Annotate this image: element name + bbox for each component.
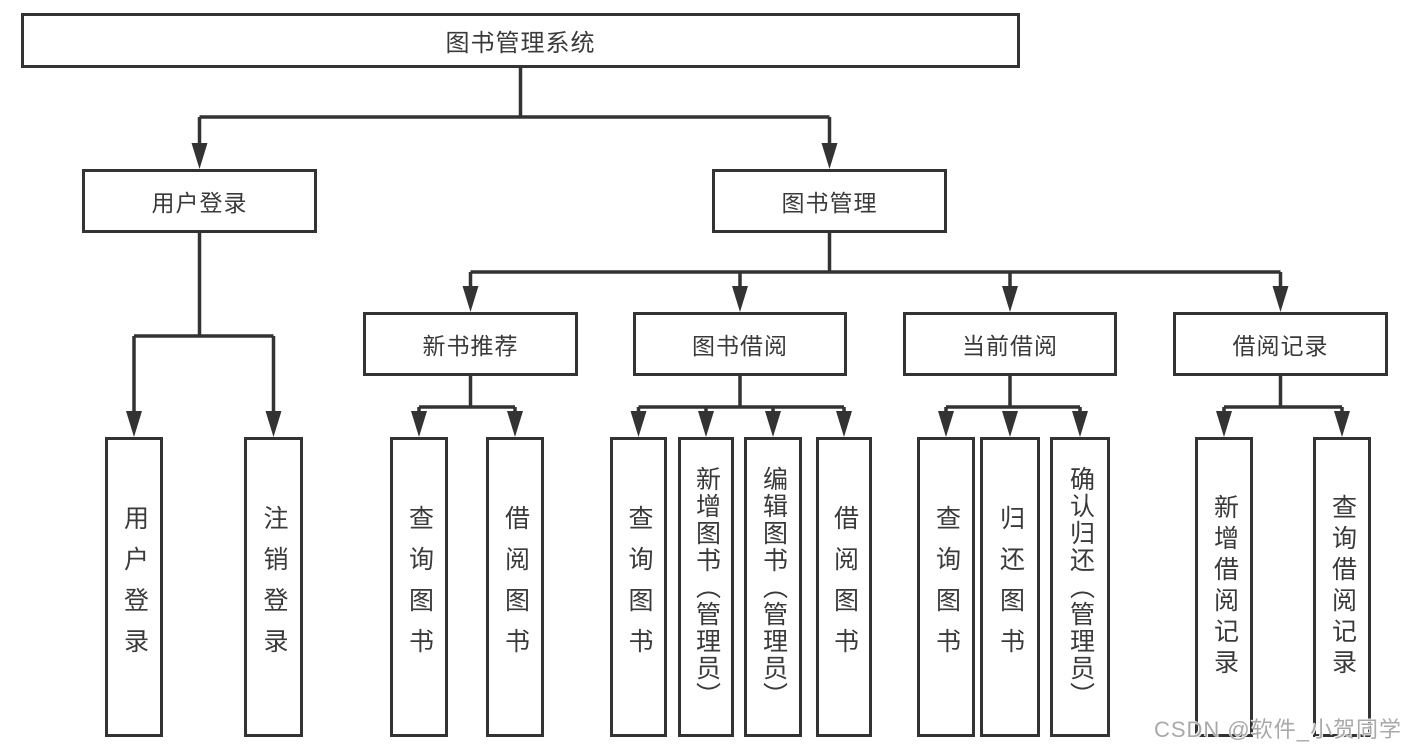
leaf-add-book-admin: 新增图书（管理员） [678,437,734,737]
node-user-login: 用户登录 [82,169,317,233]
leaf-query-book-current: 查询图书 [917,437,975,737]
node-book-borrow: 图书借阅 [633,312,847,376]
node-root-library-system: 图书管理系统 [21,13,1020,68]
leaf-return-book: 归还图书 [980,437,1040,737]
leaf-logout: 注销登录 [244,437,303,737]
leaf-confirm-return-admin: 确认归还（管理员） [1050,437,1110,737]
node-current-borrow: 当前借阅 [903,312,1117,376]
leaf-user-login: 用户登录 [105,437,163,737]
leaf-borrow-book-recommend: 借阅图书 [486,437,544,737]
node-book-management: 图书管理 [712,169,947,233]
node-new-book-recommend: 新书推荐 [363,312,578,376]
leaf-query-borrow-record: 查询借阅记录 [1313,437,1371,737]
node-borrow-record: 借阅记录 [1173,312,1388,376]
leaf-add-borrow-record: 新增借阅记录 [1195,437,1253,737]
leaf-query-book-borrow: 查询图书 [610,437,667,737]
leaf-query-book-recommend: 查询图书 [390,437,448,737]
leaf-borrow-book: 借阅图书 [816,437,872,737]
leaf-edit-book-admin: 编辑图书（管理员） [744,437,802,737]
csdn-watermark: CSDN @软件_小贺同学 [1153,717,1402,742]
